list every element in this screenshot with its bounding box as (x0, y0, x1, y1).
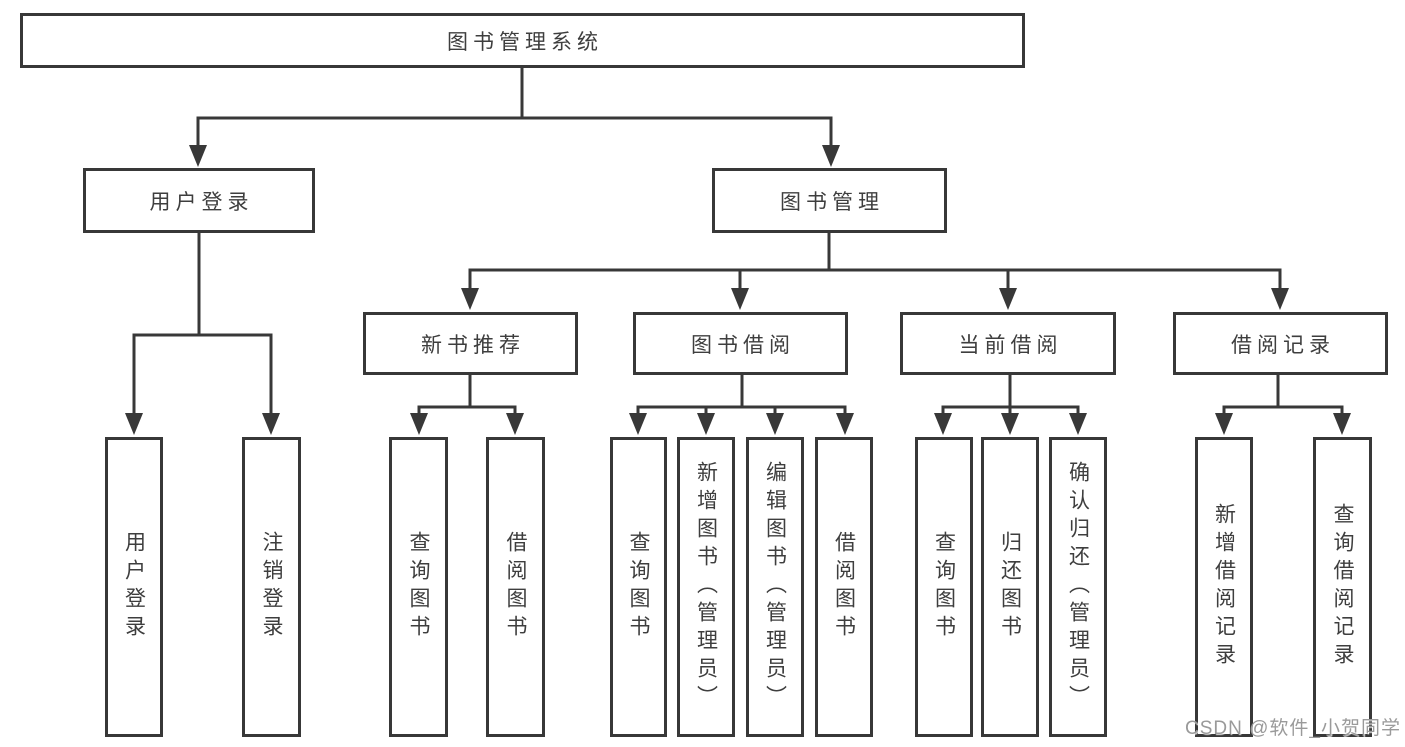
node-borrow-records: 借阅记录 (1173, 312, 1388, 375)
leaf-nbr-query-books-label: 查询图书 (407, 531, 430, 643)
leaf-br-query-record-label: 查询借阅记录 (1331, 503, 1354, 671)
node-new-book-recommend-label: 新书推荐 (421, 333, 525, 357)
node-root-label: 图书管理系统 (447, 30, 603, 54)
leaf-bb-query-books: 查询图书 (610, 437, 667, 737)
leaf-cb-return-books-label: 归还图书 (998, 531, 1022, 643)
node-new-book-recommend: 新书推荐 (363, 312, 578, 375)
node-user-login: 用户登录 (83, 168, 315, 233)
leaf-br-add-record-label: 新增借阅记录 (1212, 503, 1236, 671)
leaf-bb-borrow-books: 借阅图书 (815, 437, 873, 737)
leaf-br-query-record: 查询借阅记录 (1313, 437, 1372, 737)
leaf-bb-edit-books-admin: 编辑图书（管理员） (746, 437, 804, 737)
leaf-nbr-query-books: 查询图书 (389, 437, 448, 737)
leaf-bb-edit-books-admin-label: 编辑图书（管理员） (763, 461, 787, 713)
leaf-bb-query-books-label: 查询图书 (627, 531, 650, 643)
leaf-nbr-borrow-books-label: 借阅图书 (504, 531, 527, 643)
leaf-bb-borrow-books-label: 借阅图书 (832, 531, 856, 643)
node-book-management-label: 图书管理 (780, 190, 884, 214)
node-root: 图书管理系统 (20, 13, 1025, 68)
node-book-management: 图书管理 (712, 168, 947, 233)
leaf-cb-return-books: 归还图书 (981, 437, 1039, 737)
leaf-cb-confirm-return-admin: 确认归还（管理员） (1049, 437, 1107, 737)
leaf-user-login: 用户登录 (105, 437, 163, 737)
leaf-cb-query-books: 查询图书 (915, 437, 973, 737)
node-current-borrowing: 当前借阅 (900, 312, 1116, 375)
leaf-nbr-borrow-books: 借阅图书 (486, 437, 545, 737)
leaf-bb-add-books-admin-label: 新增图书（管理员） (694, 461, 718, 713)
node-user-login-label: 用户登录 (149, 190, 254, 214)
node-book-borrowing-label: 图书借阅 (691, 333, 795, 357)
node-current-borrowing-label: 当前借阅 (958, 333, 1063, 357)
node-borrow-records-label: 借阅记录 (1231, 333, 1335, 357)
node-book-borrowing: 图书借阅 (633, 312, 848, 375)
leaf-bb-add-books-admin: 新增图书（管理员） (677, 437, 735, 737)
leaf-cb-confirm-return-admin-label: 确认归还（管理员） (1066, 461, 1090, 713)
leaf-logout: 注销登录 (242, 437, 301, 737)
csdn-watermark: CSDN @软件_小贺同学 (1185, 718, 1401, 739)
leaf-logout-label: 注销登录 (260, 531, 283, 643)
leaf-cb-query-books-label: 查询图书 (932, 531, 956, 643)
leaf-user-login-label: 用户登录 (122, 531, 146, 643)
leaf-br-add-record: 新增借阅记录 (1195, 437, 1253, 737)
